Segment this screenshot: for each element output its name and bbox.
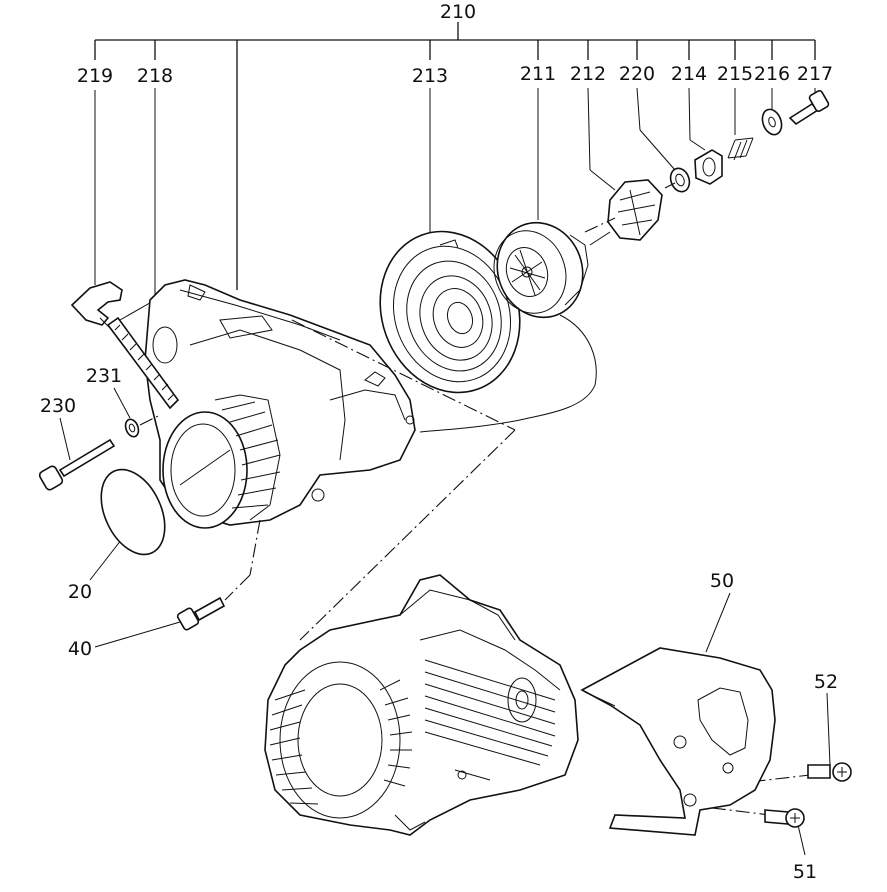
- label-52: 52: [814, 671, 838, 693]
- bolt-217: [788, 90, 830, 126]
- screw-51: [764, 808, 805, 828]
- label-51: 51: [793, 861, 817, 883]
- rotor-housing: [162, 394, 281, 529]
- label-231: 231: [86, 365, 122, 387]
- part-labels: 210 219 218 213 211 212 220 214 215 216 …: [40, 1, 838, 883]
- starter-rope: [106, 316, 180, 410]
- label-215: 215: [717, 63, 753, 85]
- label-212: 212: [570, 63, 606, 85]
- ratchet: [589, 179, 663, 246]
- label-219: 219: [77, 65, 113, 87]
- disc-gasket-20: [100, 468, 166, 556]
- label-210: 210: [440, 1, 476, 23]
- label-40: 40: [68, 638, 92, 660]
- bolt-230: [38, 438, 116, 491]
- friction-plate-214: [694, 149, 723, 185]
- label-217: 217: [797, 63, 833, 85]
- label-20: 20: [68, 581, 92, 603]
- label-211: 211: [520, 63, 556, 85]
- label-230: 230: [40, 395, 76, 417]
- washer-220: [669, 167, 691, 193]
- label-50: 50: [710, 570, 734, 592]
- label-218: 218: [137, 65, 173, 87]
- spring-215: [727, 137, 754, 161]
- washer-231: [124, 418, 140, 438]
- leader-lines: [59, 87, 831, 856]
- cylinder-cover-50: [580, 647, 776, 836]
- label-214: 214: [671, 63, 707, 85]
- assembly-bracket-210: [94, 22, 816, 290]
- bolt-40: [176, 596, 226, 631]
- label-213: 213: [412, 65, 448, 87]
- engine-block: [264, 574, 579, 836]
- label-220: 220: [619, 63, 655, 85]
- label-216: 216: [754, 63, 790, 85]
- rope-pulley: [419, 221, 597, 433]
- screw-52: [807, 762, 852, 782]
- washer-216: [761, 108, 783, 136]
